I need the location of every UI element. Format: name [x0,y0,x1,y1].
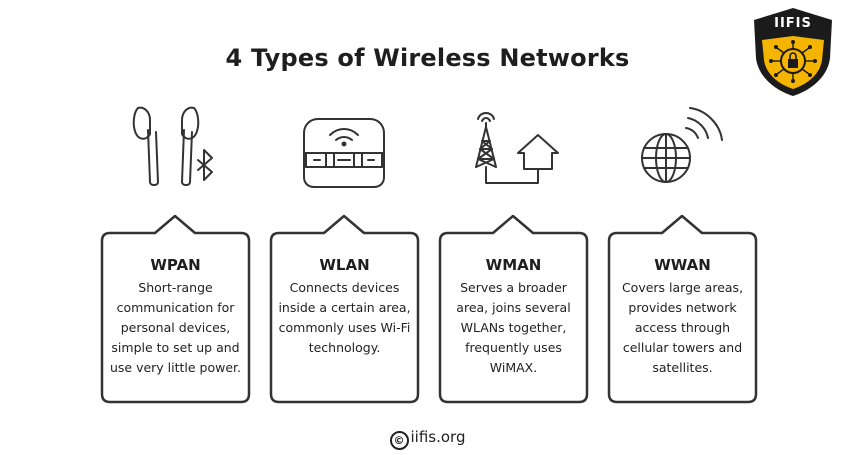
card-wlan: WLAN Connects devices inside a certain a… [267,208,422,406]
page-title: 4 Types of Wireless Networks [225,44,630,72]
globe-signal-icon [641,107,723,183]
card-wwan: WWAN Covers large areas, provides networ… [605,208,760,406]
card-wpan: WPAN Short-range communication for perso… [98,208,253,406]
card-title: WPAN [150,256,201,274]
card-description: Connects devices inside a certain area, … [278,280,411,355]
iifis-logo: IIFIS [750,6,836,98]
earbuds-bluetooth-icon [132,106,213,186]
card-title: WMAN [485,256,542,274]
copyright-icon: © [389,431,409,450]
card-description: Covers large areas, provides network acc… [621,280,744,375]
logo-text: IIFIS [774,16,812,31]
card-title: WLAN [319,256,370,274]
card-title: WWAN [654,256,711,274]
footer-site: iifis.org [410,428,466,446]
card-description: Short-range communication for personal d… [109,280,242,375]
tower-house-icon [475,112,559,184]
footer: ©iifis.org [0,428,855,450]
card-wman: WMAN Serves a broader area, joins severa… [436,208,591,406]
card-description: Serves a broader area, joins several WLA… [456,280,571,375]
wifi-router-icon [303,118,385,188]
